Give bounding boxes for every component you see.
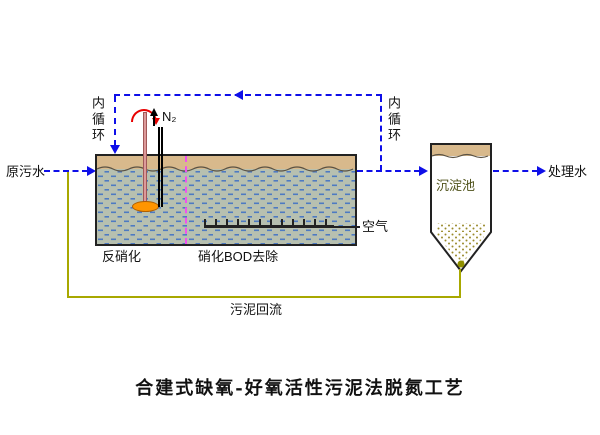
recycle-label-right: 内循环 bbox=[386, 96, 401, 144]
treated-water-arrowhead-icon bbox=[537, 166, 546, 176]
aeration-diffuser bbox=[204, 219, 334, 228]
clarifier-label: 沉淀池 bbox=[436, 178, 476, 193]
air-label: 空气 bbox=[362, 219, 389, 234]
clarifier-surface-line bbox=[431, 153, 489, 159]
recycle-line-left bbox=[114, 96, 116, 146]
n2-up-arrow-icon bbox=[153, 115, 155, 126]
main-tank bbox=[95, 154, 357, 246]
clarifier-graphic bbox=[430, 143, 492, 273]
sludge-return-label: 污泥回流 bbox=[230, 302, 283, 317]
treated-water-label: 处理水 bbox=[548, 164, 588, 179]
sludge-return-bottom-line bbox=[67, 296, 461, 298]
recycle-down-arrowhead-icon bbox=[110, 145, 120, 154]
sludge-return-drop-line bbox=[459, 269, 461, 297]
tank-outflow-line bbox=[357, 170, 420, 172]
sludge-blob bbox=[457, 260, 465, 268]
diagram-title: 合建式缺氧-好氧活性污泥法脱氮工艺 bbox=[135, 378, 465, 399]
recycle-label-left: 内循环 bbox=[90, 96, 105, 144]
water-surface-line bbox=[96, 166, 354, 172]
clarifier bbox=[430, 143, 492, 280]
sludge-return-rise-line bbox=[67, 172, 69, 297]
n2-label: N₂ bbox=[162, 109, 177, 124]
recycle-left-arrowhead-icon bbox=[234, 90, 243, 100]
mixer-shaft bbox=[143, 112, 147, 205]
aerobic-zone-label: 硝化BOD去除 bbox=[198, 249, 279, 264]
recycle-line-right bbox=[380, 96, 382, 171]
treated-water-line bbox=[493, 170, 538, 172]
inflow-arrowhead-icon bbox=[87, 166, 96, 176]
mixer-impeller bbox=[132, 201, 159, 212]
zone-divider bbox=[185, 156, 187, 244]
cone-sludge bbox=[435, 233, 487, 265]
inflow-line bbox=[44, 170, 88, 172]
settling-sludge bbox=[436, 223, 486, 232]
n2-up-arrowhead-icon bbox=[150, 108, 158, 116]
raw-water-label: 原污水 bbox=[6, 164, 46, 179]
recycle-line-top bbox=[114, 94, 382, 96]
baffle-pipe bbox=[158, 127, 163, 207]
anoxic-zone-label: 反硝化 bbox=[102, 249, 142, 264]
air-pipe bbox=[333, 226, 360, 228]
rotation-arrowhead-icon bbox=[152, 118, 160, 125]
tank-outflow-arrowhead-icon bbox=[419, 166, 428, 176]
clarifier-surface-layer bbox=[432, 145, 490, 156]
tank-water-graphic bbox=[96, 156, 355, 244]
